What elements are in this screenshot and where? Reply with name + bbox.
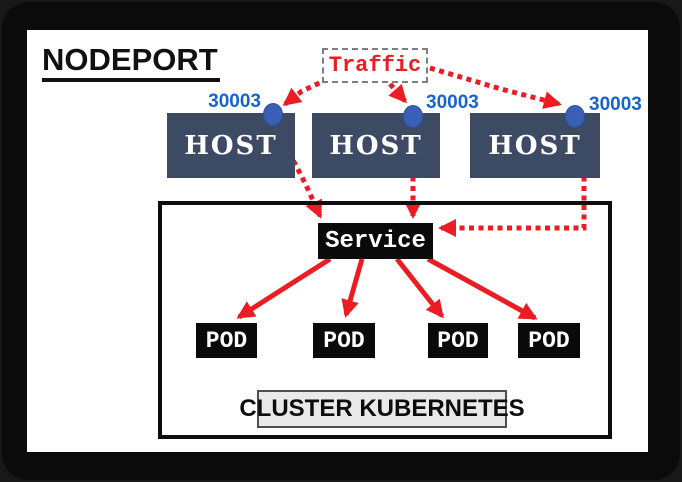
pod-node-3: POD [428,323,488,358]
port-label-1: 30003 [208,91,261,112]
cluster-label-text: CLUSTER KUBERNETES [239,395,525,422]
host-1-label: HOST [184,130,278,161]
port-dot-1 [263,103,283,126]
pod-node-4: POD [518,323,580,358]
host-2-label: HOST [329,130,423,161]
pod-1-label: POD [205,327,248,354]
pod-node-1: POD [196,323,257,358]
pod-4-label: POD [528,327,570,354]
pod-2-label: POD [323,327,365,354]
port-dot-2 [403,105,423,128]
port-label-2: 30003 [426,92,479,113]
service-box: Service [318,223,433,259]
traffic-label: Traffic [328,53,422,78]
service-label: Service [325,227,426,255]
pod-3-label: POD [437,327,479,354]
host-3-label: HOST [488,130,582,161]
cluster-boundary [158,201,612,439]
cluster-label-box: CLUSTER KUBERNETES [239,390,525,428]
port-dot-3 [565,105,585,128]
diagram-canvas: NODEPORT T [27,30,648,452]
traffic-box: Traffic [322,48,428,83]
arrow-traffic-to-port2 [388,82,407,104]
port-label-3: 30003 [589,94,642,115]
pod-node-2: POD [313,323,375,358]
page-title: NODEPORT [42,42,220,83]
